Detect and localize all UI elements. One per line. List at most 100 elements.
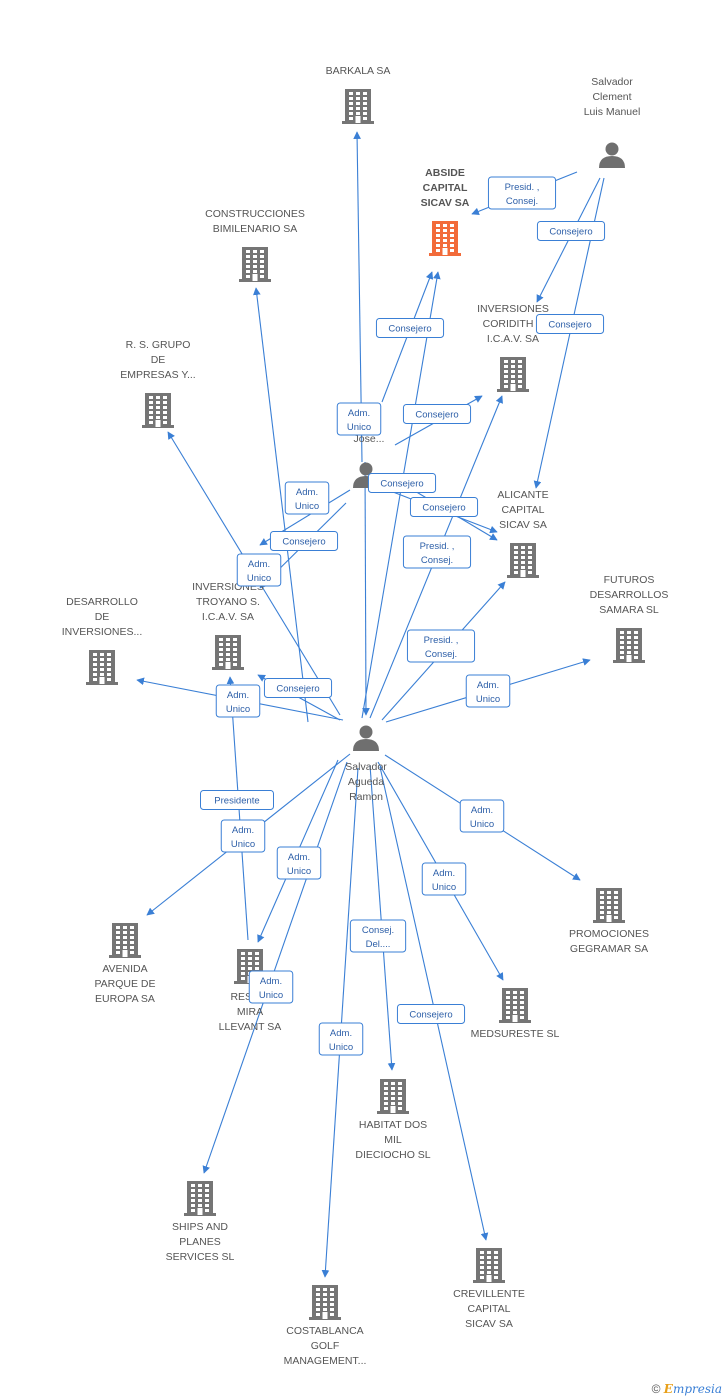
- empresia-logo: Empresia: [663, 1382, 722, 1396]
- edge-label-agueda-desarrollo: Adm. Unico: [215, 684, 261, 718]
- node-label: CAPITAL: [468, 1303, 511, 1315]
- node-label: PARQUE DE: [94, 978, 155, 990]
- edge-label-text: Unico: [226, 704, 250, 715]
- building-icon: [309, 1285, 341, 1320]
- node-label: INVERSIONES...: [62, 626, 143, 638]
- edge-label-agueda-residencial: Adm.Unico: [276, 846, 322, 880]
- node-label: MEDSURESTE SL: [471, 1028, 560, 1040]
- edge-label-text: Unico: [231, 839, 255, 850]
- edge-label-agueda-avenida: Adm. Unico: [220, 819, 266, 853]
- node-label: R. S. GRUPO: [126, 339, 191, 351]
- node-label: CONSTRUCCIONES: [205, 208, 305, 220]
- edge-label-jose-barkala: Adm.Unico: [336, 402, 382, 436]
- node-label: MIRA: [237, 1006, 263, 1018]
- node-label: I.C.A.V. SA: [202, 611, 254, 623]
- node-medsureste[interactable]: MEDSURESTE SL: [471, 988, 560, 1040]
- node-label: INVERSIONES: [477, 303, 549, 315]
- edge-label-text: Adm.: [477, 680, 499, 691]
- node-label: PROMOCIONES: [569, 928, 649, 940]
- edge-label-text: Consejero: [548, 320, 591, 331]
- node-label: TROYANO S.: [196, 596, 260, 608]
- node-label: BARKALA SA: [326, 65, 391, 77]
- node-coridith[interactable]: INVERSIONES CORIDITH S I.C.A.V. SA: [477, 303, 549, 392]
- building-icon: [184, 1181, 216, 1216]
- edge-label-text: Consej.: [425, 649, 457, 660]
- edge-label-text: Unico: [259, 990, 283, 1001]
- edge-label-agueda-alicante: Presid. , Consej.: [406, 629, 476, 663]
- building-icon: [109, 923, 141, 958]
- footer-brand: © Empresia: [652, 1382, 722, 1396]
- edge-label-text: Unico: [347, 422, 371, 433]
- node-rs_grupo[interactable]: R. S. GRUPO DE EMPRESAS Y...: [120, 339, 196, 428]
- relation-edge: [362, 461, 370, 716]
- edge-label-agueda-crevillente: Consejero: [396, 1004, 466, 1024]
- node-label: ABSIDE: [425, 167, 465, 179]
- node-label: SICAV SA: [421, 197, 470, 209]
- building-icon: [507, 543, 539, 578]
- person-icon: [599, 142, 625, 168]
- node-label: MANAGEMENT...: [284, 1355, 367, 1367]
- edge-label-text: Adm.: [227, 690, 249, 701]
- edge-label-text: Consejero: [380, 479, 423, 490]
- building-icon: [212, 635, 244, 670]
- node-label: DIECIOCHO SL: [355, 1149, 430, 1161]
- edge-label-agueda-rsgrupo: Adm.Unico: [236, 553, 282, 587]
- edge-label-agueda-futuros: Adm.Unico: [465, 674, 511, 708]
- edge-label-agueda-avenida-pres: Presidente: [200, 790, 274, 810]
- edge-label-text: Adm.: [471, 805, 493, 816]
- node-barkala[interactable]: BARKALA SA: [326, 65, 391, 124]
- edge-label-text: Unico: [470, 819, 494, 830]
- node-label: GOLF: [311, 1340, 340, 1352]
- edge-label-jose-alicante-1: Consejero: [367, 473, 437, 493]
- node-label: LLEVANT SA: [219, 1021, 282, 1033]
- edge-label-text: Presid. ,: [424, 635, 459, 646]
- node-label: BIMILENARIO SA: [213, 223, 298, 235]
- node-desarrollo[interactable]: DESARROLLODEINVERSIONES...: [62, 596, 143, 685]
- relation-edge: [361, 271, 441, 719]
- building-icon: [342, 89, 374, 124]
- edge-label-text: Consejero: [276, 684, 319, 695]
- relation-edge: [253, 287, 309, 723]
- edge-label-text: Adm.: [232, 825, 254, 836]
- node-label: EUROPA SA: [95, 993, 155, 1005]
- node-label: DE: [151, 354, 166, 366]
- edge-label-jose-troyano: Consejero: [269, 531, 339, 551]
- building-icon: [613, 628, 645, 663]
- edge-label-text: Unico: [247, 573, 271, 584]
- node-label: MIL: [384, 1134, 402, 1146]
- node-construcciones[interactable]: CONSTRUCCIONES BIMILENARIO SA: [205, 208, 305, 282]
- edge-label-clement-abside: Presid. ,Consej.: [487, 176, 557, 210]
- edge-label-text: Consejero: [282, 537, 325, 548]
- node-label: SICAV SA: [465, 1318, 513, 1330]
- node-label: GEGRAMAR SA: [570, 943, 648, 955]
- edge-label-clement-coridith: Consejero: [536, 221, 606, 241]
- edge-label-jose-alicante-2: Consejero: [409, 497, 479, 517]
- relation-edge: [369, 764, 396, 1071]
- edge-label-text: Consej.: [421, 555, 453, 566]
- edge-label-text: Del....: [366, 939, 391, 950]
- node-label: Clement: [592, 91, 631, 103]
- node-label: Luis Manuel: [584, 106, 641, 118]
- node-label: EMPRESAS Y...: [120, 369, 195, 381]
- edge-label-agueda-medsureste: Adm.Unico: [421, 862, 467, 896]
- node-label: HABITAT DOS: [359, 1119, 427, 1131]
- node-label: CORIDITH S: [483, 318, 544, 330]
- node-habitat[interactable]: HABITAT DOS MIL DIECIOCHO SL: [355, 1079, 431, 1161]
- node-label: DESARROLLOS: [590, 589, 669, 601]
- edge-label-text: Unico: [287, 866, 311, 877]
- building-icon: [473, 1248, 505, 1283]
- edge-label-agueda-ships: Adm.Unico: [248, 970, 294, 1004]
- node-label: I.C.A.V. SA: [487, 333, 539, 345]
- edge-label-text: Adm.: [433, 868, 455, 879]
- node-costablanca[interactable]: COSTABLANCAGOLFMANAGEMENT...: [284, 1285, 367, 1367]
- node-promociones[interactable]: PROMOCIONES GEGRAMAR SA: [569, 888, 649, 955]
